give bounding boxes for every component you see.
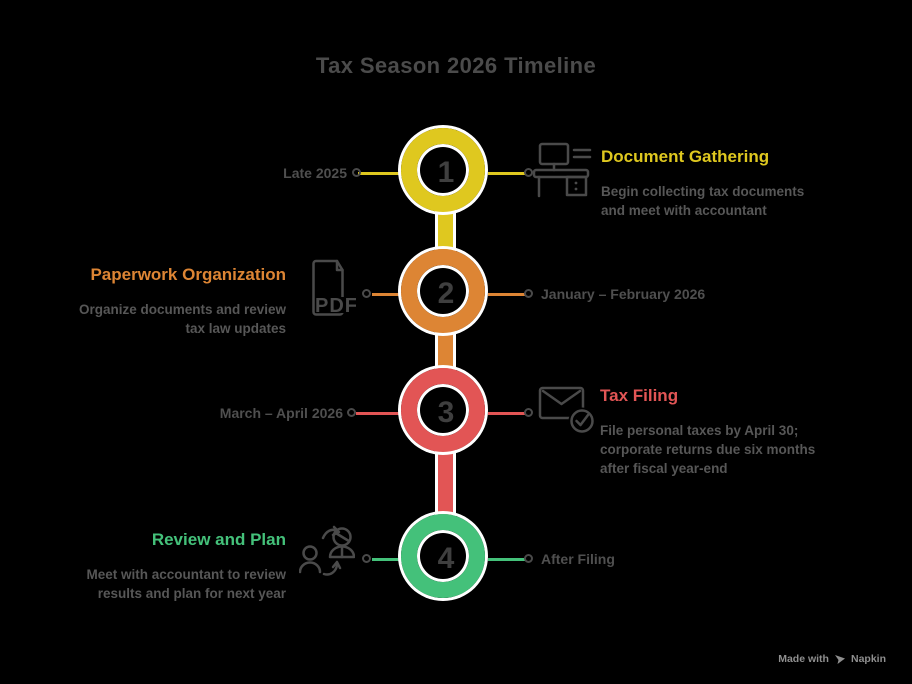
step1-left-dot-icon xyxy=(352,168,361,177)
step2-desc-line2: tax law updates xyxy=(185,321,286,336)
step1-description: Begin collecting tax documents and meet … xyxy=(601,182,804,220)
step4-desc-line2: results and plan for next year xyxy=(97,586,286,601)
connector-stub-1-2 xyxy=(438,212,453,254)
step3-desc-line2: corporate returns due six months xyxy=(600,442,816,457)
napkin-logo-icon xyxy=(834,653,846,665)
step1-left-line xyxy=(358,172,404,175)
step3-heading: Tax Filing xyxy=(600,386,679,405)
step4-number: 4 xyxy=(437,542,455,575)
pdf-file-icon: PDF xyxy=(302,258,356,320)
step3-left-line xyxy=(356,412,404,415)
step4-left-dot-icon xyxy=(362,554,371,563)
step3-right-dot-icon xyxy=(524,408,533,417)
step1-desc-line2: and meet with accountant xyxy=(601,203,767,218)
footer-credit: Made with Napkin xyxy=(778,653,886,665)
step2-left-dot-icon xyxy=(362,289,371,298)
step3-desc-line1: File personal taxes by April 30; xyxy=(600,423,799,438)
step2-description: Organize documents and review tax law up… xyxy=(79,300,286,338)
desk-computer-icon xyxy=(531,141,595,199)
step1-heading: Document Gathering xyxy=(601,147,770,166)
step3-description: File personal taxes by April 30; corpora… xyxy=(600,421,815,478)
brand-text: Napkin xyxy=(850,653,886,665)
connector-stub-2-3 xyxy=(438,333,453,373)
connector-stub-3-4 xyxy=(438,452,453,518)
step2-right-line xyxy=(488,293,525,296)
step2-left-line xyxy=(372,293,404,296)
people-review-icon xyxy=(299,524,355,580)
step3-date-label: March – April 2026 xyxy=(219,405,343,421)
envelope-check-icon xyxy=(537,381,595,435)
step2-desc-line1: Organize documents and review xyxy=(78,302,286,317)
step3-desc-line3: after fiscal year-end xyxy=(600,461,728,476)
step4-date-label: After Filing xyxy=(541,551,615,567)
step2-date-label: January – February 2026 xyxy=(541,286,706,302)
step1-date-label: Late 2025 xyxy=(283,165,347,181)
step4-left-line xyxy=(372,558,404,561)
step2-right-dot-icon xyxy=(524,289,533,298)
step1-right-line xyxy=(488,172,525,175)
pdf-icon-label: PDF xyxy=(315,295,356,317)
step4-heading: Review and Plan xyxy=(151,530,286,549)
page-title: Tax Season 2026 Timeline xyxy=(315,53,597,78)
step4-right-line xyxy=(488,558,525,561)
step1-desc-line1: Begin collecting tax documents xyxy=(601,184,805,199)
step4-description: Meet with accountant to review results a… xyxy=(86,565,286,603)
step1-right-dot-icon xyxy=(524,168,533,177)
step2-heading: Paperwork Organization xyxy=(90,265,286,284)
step1-number: 1 xyxy=(437,156,455,189)
step4-desc-line1: Meet with accountant to review xyxy=(86,567,286,582)
step3-right-line xyxy=(488,412,525,415)
step3-number: 3 xyxy=(437,396,455,429)
made-with-text: Made with xyxy=(778,653,829,665)
step2-number: 2 xyxy=(437,277,455,310)
step4-right-dot-icon xyxy=(524,554,533,563)
step3-left-dot-icon xyxy=(347,408,356,417)
